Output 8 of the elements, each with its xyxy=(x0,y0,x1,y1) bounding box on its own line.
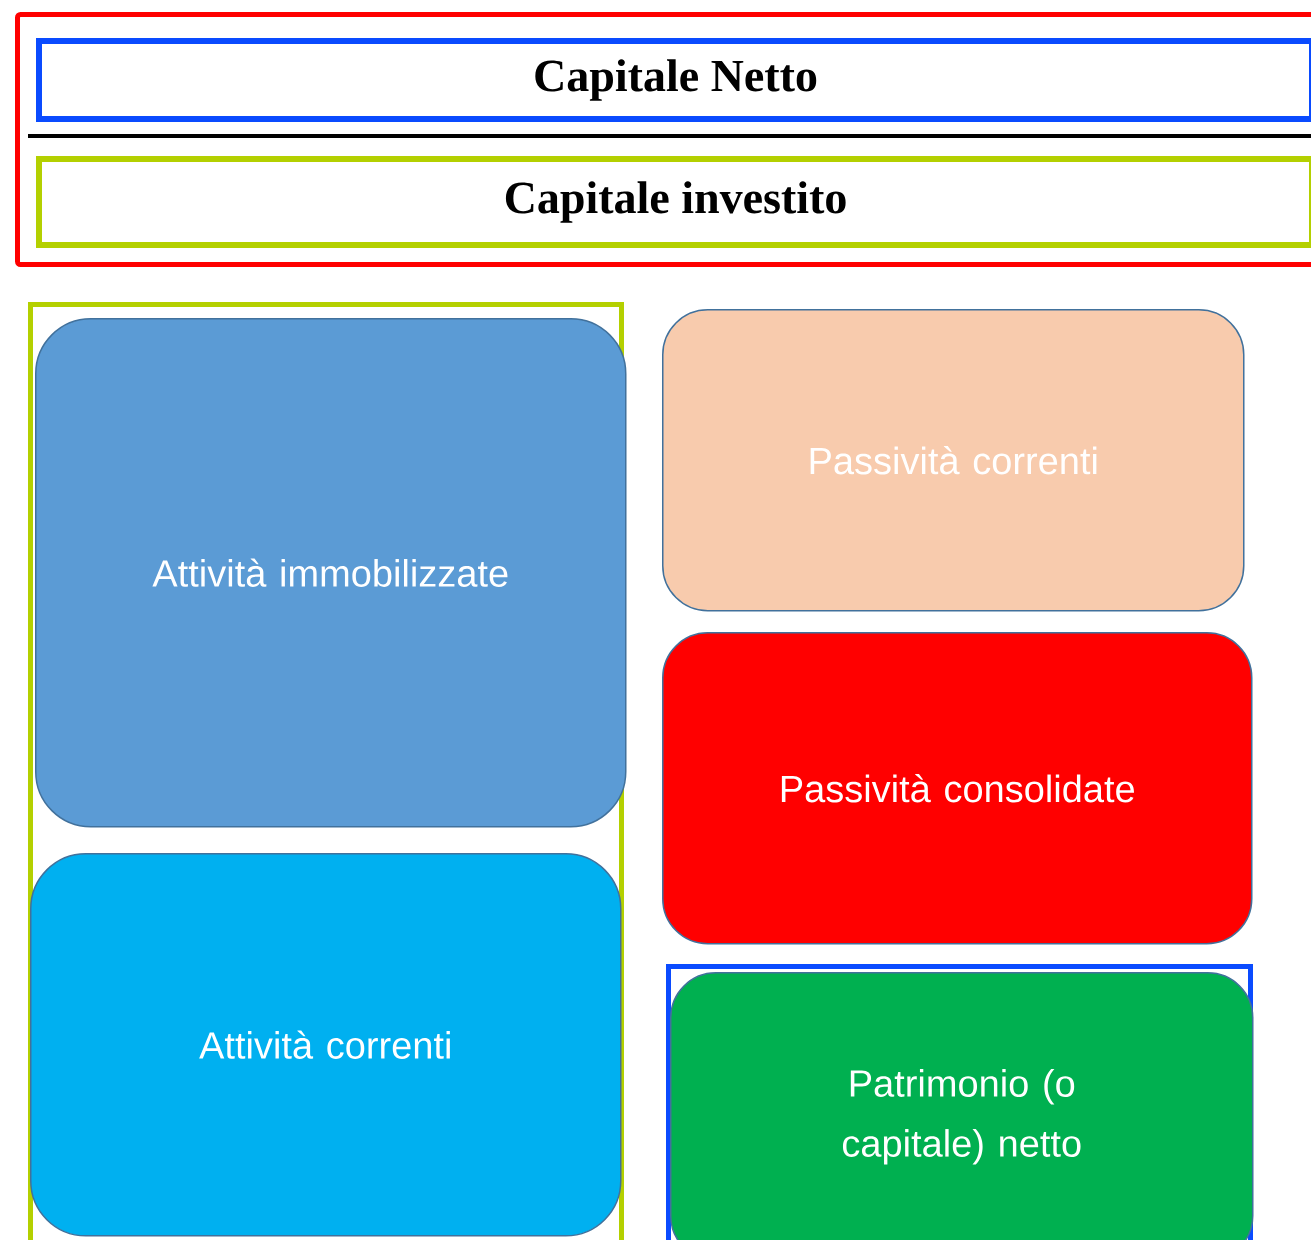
heading-box: Capitale investito xyxy=(36,156,1311,248)
outline-frame xyxy=(15,12,1311,267)
rounded-box: Attività correnti xyxy=(30,853,622,1237)
rounded-box: Passività consolidate xyxy=(662,632,1253,945)
rounded-box: Passività correnti xyxy=(662,309,1245,612)
heading-box: Capitale Netto xyxy=(36,38,1311,122)
rounded-box: Patrimonio (o capitale) netto xyxy=(670,972,1254,1240)
rounded-box: Attività immobilizzate xyxy=(35,318,627,828)
